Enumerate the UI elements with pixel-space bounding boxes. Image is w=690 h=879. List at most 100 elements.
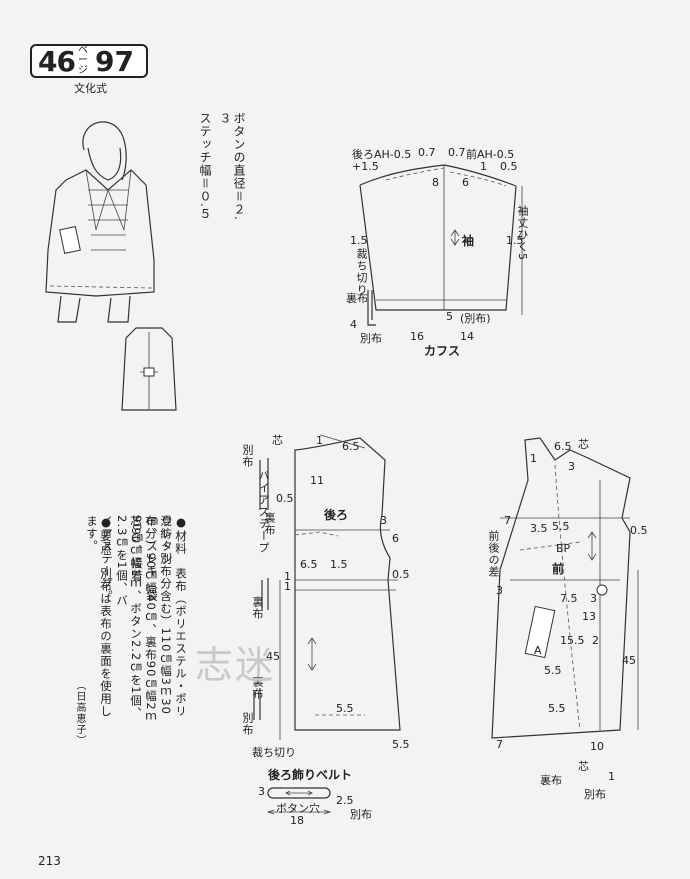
front-bp: BP (556, 542, 571, 555)
back-m11: 11 (310, 474, 324, 487)
front-m3b: 3 (496, 584, 503, 597)
front-interfacing-low: 芯 (578, 760, 589, 773)
front-m7: 7 (504, 514, 511, 527)
back-m65: 6.5 (342, 440, 360, 453)
back-body-pattern (253, 434, 401, 740)
back-m1c: 1 (284, 580, 291, 593)
button-diameter-note: ボタンの直径＝２.３ (218, 112, 246, 221)
front-m55c: 5.5 (548, 702, 566, 715)
front-m55b: 5.5 (544, 664, 562, 677)
materials-line-3: 布分）90㎝幅40㎝、裏布90㎝幅2ｍ90㎝、接着 (130, 515, 158, 724)
front-body-pattern (491, 437, 639, 739)
sleeve-m15r: 1.5 (506, 234, 524, 247)
back-m3: 3 (380, 514, 387, 527)
page-number: 213 (38, 854, 61, 868)
stitch-width-note: ステッチ幅＝０.５ (198, 112, 212, 221)
sleeve-back-ah: 後ろAH-0.5 (352, 148, 412, 161)
back-belt-title: 後ろ飾りベルト (268, 768, 353, 782)
sleeve-m1: 1 (480, 160, 487, 173)
front-label: 前 (552, 562, 565, 576)
front-m1b: 1 (608, 770, 615, 783)
front-m55: 5.5 (552, 520, 570, 533)
sleeve-m5: 5 (446, 310, 453, 323)
back-cut: 裁ち切り (252, 746, 296, 759)
cuff-label: カフス (424, 344, 461, 358)
front-m2: 2 (592, 634, 599, 647)
sleeve-m14: 14 (460, 330, 474, 343)
sleeve-m15l: 1.5 (350, 234, 368, 247)
sleeve-m4: 4 (350, 318, 357, 331)
belt-buttonhole: ボタン穴 (276, 802, 320, 815)
back-interfacing: 芯 (272, 434, 283, 447)
sleeve-m16: 16 (410, 330, 424, 343)
front-m65: 6.5 (554, 440, 572, 453)
sleeve-separate: 別布 (360, 332, 382, 345)
front-separate-low: 別布 (584, 788, 606, 801)
back-separate: 別布 (241, 444, 254, 468)
sleeve-m05: 0.5 (500, 160, 518, 173)
sleeve-front-ah: 前AH-0.5 (466, 148, 515, 161)
sleeve-m15top: +1.5 (352, 160, 379, 173)
back-m55b: 5.5 (392, 738, 410, 751)
sleeve-m6: 6 (462, 176, 469, 189)
front-m1: 1 (530, 452, 537, 465)
back-m45: 45 (266, 650, 280, 663)
front-m3c: 3 (590, 592, 597, 605)
back-m15: 1.5 (330, 558, 348, 571)
pattern-number: 97 (94, 44, 134, 78)
designer-credit: （日高恵子） (74, 680, 85, 746)
back-label: 後ろ (324, 508, 349, 522)
sleeve-cut-label: 裁ち切り (355, 248, 368, 296)
front-m7b: 7 (496, 738, 503, 751)
belt-m18: 18 (290, 814, 304, 827)
back-m05b: 0.5 (392, 568, 410, 581)
back-m55: 5.5 (336, 702, 354, 715)
front-back-diff: 前後の差 (487, 530, 500, 578)
sleeve-label: 袖 (462, 234, 475, 248)
coat-illustrations (45, 121, 177, 411)
materials-line-1: ●材料 表布（ポリエステル・ポリウレタン (160, 515, 188, 718)
sleeve-length-note: 袖丈ひく5 (516, 205, 529, 261)
front-m155: 15.5 (560, 634, 585, 647)
front-m35: 3.5 (530, 522, 548, 535)
belt-separate: 別布 (350, 808, 372, 821)
key-point-line: ●要点 別布は表布の裏面を使用します。 (85, 515, 113, 718)
back-separate-low: 別布 (241, 712, 254, 736)
sleeve-pattern (359, 164, 523, 326)
back-lining-mid: 裏布 (251, 596, 264, 620)
model-front-illustration (45, 121, 155, 323)
sleeve-m8: 8 (432, 176, 439, 189)
back-m1b: 1 (284, 570, 291, 583)
belt-m3: 3 (258, 785, 265, 798)
front-m45: 45 (622, 654, 636, 667)
back-bias-tape: バイアステープ (257, 470, 270, 554)
back-m05: 0.5 (276, 492, 294, 505)
front-m75: 7.5 (560, 592, 578, 605)
belt-m25: 2.5 (336, 794, 354, 807)
sleeve-separate-paren: (別布) (460, 312, 491, 325)
back-lining-low: 裏布 (251, 676, 264, 700)
back-lining-top: 裏布 (263, 512, 276, 536)
sleeve-m07b: 0.7 (448, 146, 466, 159)
back-m1: 1 (316, 434, 323, 447)
pattern-number-badge: 46 ページ 97 (30, 44, 148, 78)
front-m-a: A (534, 644, 542, 657)
materials-line-5: イアステープ。 (100, 515, 114, 603)
watermark: 志迷 (195, 643, 276, 687)
back-m65b: 6.5 (300, 558, 318, 571)
back-view-illustration (121, 327, 177, 411)
front-m10: 10 (590, 740, 604, 753)
page-label: ページ (77, 45, 88, 76)
page-number-ref: 46 (38, 44, 76, 78)
front-interfacing: 芯 (578, 438, 589, 451)
back-m6: 6 (392, 532, 399, 545)
front-m13: 13 (582, 610, 596, 623)
front-m05: 0.5 (630, 524, 648, 537)
front-m3: 3 (568, 460, 575, 473)
materials-line-4: 芯90㎝幅1ｍ、ボタン2.2㎝を1個、2.3㎝を1個、バ (115, 515, 143, 720)
sleeve-lining: 裏布 (346, 292, 368, 305)
drafting-style: 文化式 (74, 82, 107, 95)
materials-line-2: 混紡・別布分含む）110㎝幅3ｍ30㎝、スレキ（袋 (145, 515, 173, 715)
sleeve-m07a: 0.7 (418, 146, 436, 159)
back-belt-pattern (266, 787, 332, 815)
